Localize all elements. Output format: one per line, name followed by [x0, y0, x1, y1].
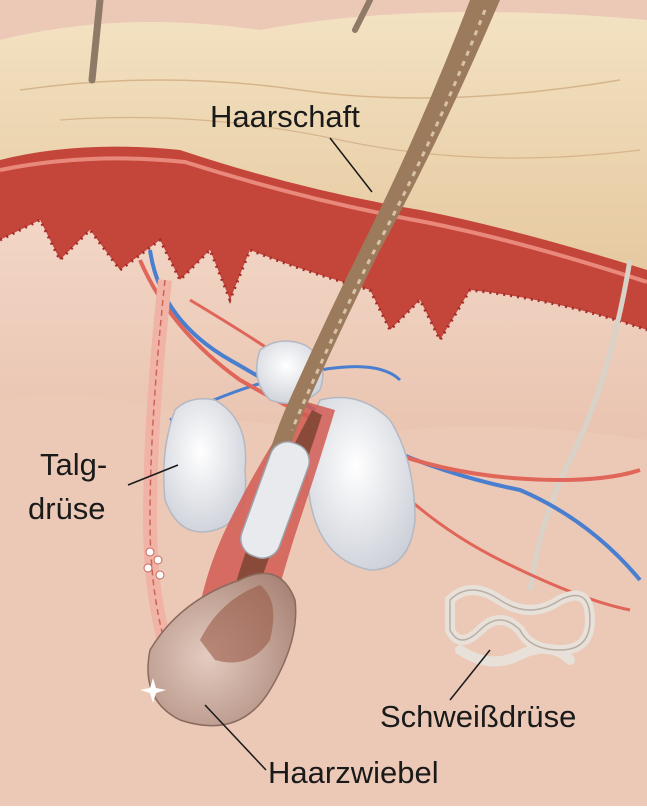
- label-schweissdruese: Schweißdrüse: [380, 700, 576, 734]
- label-talgdruese-line2: drüse: [28, 492, 106, 526]
- label-haarschaft: Haarschaft: [210, 100, 360, 134]
- label-talgdruese-line1: Talg-: [40, 448, 107, 482]
- label-haarzwiebel: Haarzwiebel: [268, 756, 439, 790]
